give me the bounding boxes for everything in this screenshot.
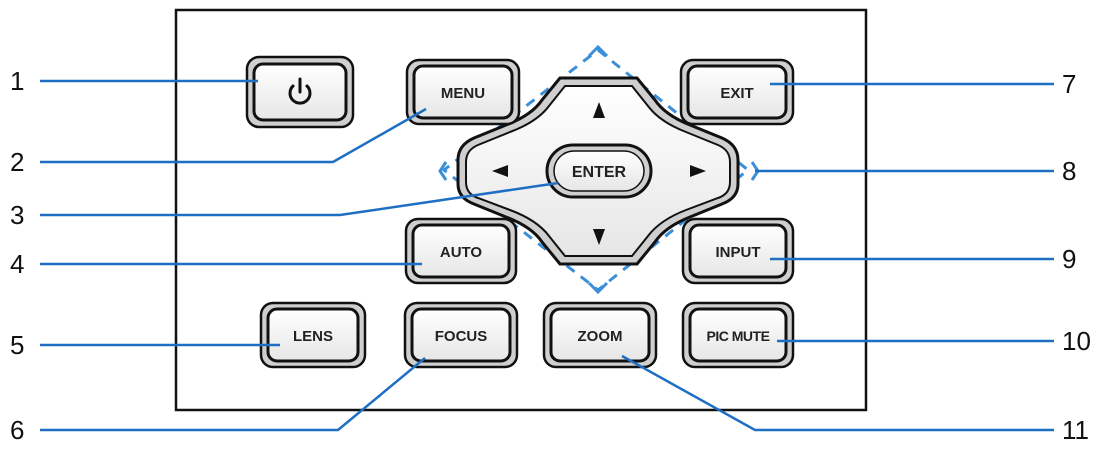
power-button[interactable] xyxy=(245,55,355,129)
menu-button[interactable]: MENU xyxy=(405,58,521,126)
callout-6: 6 xyxy=(10,415,24,445)
pic-mute-button-label: PIC MUTE xyxy=(707,328,770,344)
zoom-button-label: ZOOM xyxy=(578,328,623,345)
leader-line-2 xyxy=(40,107,427,164)
focus-button-label: FOCUS xyxy=(435,328,488,345)
menu-button-label: MENU xyxy=(441,85,485,102)
arrow-up-icon[interactable] xyxy=(593,102,605,118)
callout-9: 9 xyxy=(1062,244,1076,274)
callout-7: 7 xyxy=(1062,69,1076,99)
leader-line-11 xyxy=(621,354,1054,432)
callout-numbers: 1 2 3 4 5 6 7 8 9 10 11 xyxy=(10,66,1091,445)
zoom-button[interactable]: ZOOM xyxy=(542,301,658,369)
power-icon xyxy=(288,77,312,105)
input-button-label: INPUT xyxy=(716,244,761,261)
arrow-down-icon[interactable] xyxy=(593,229,605,245)
leader-line-6 xyxy=(40,357,426,432)
leader-line-3 xyxy=(40,181,559,217)
leader-lines xyxy=(40,79,1054,432)
exit-button-label: EXIT xyxy=(720,85,753,102)
exit-button[interactable]: EXIT xyxy=(679,58,795,126)
callout-2: 2 xyxy=(10,147,24,177)
lens-button[interactable]: LENS xyxy=(259,301,367,369)
enter-button[interactable]: ENTER xyxy=(545,143,653,199)
callout-1: 1 xyxy=(10,66,24,96)
callout-10: 10 xyxy=(1062,326,1091,356)
arrow-right-icon[interactable] xyxy=(690,165,706,177)
callout-5: 5 xyxy=(10,330,24,360)
input-button[interactable]: INPUT xyxy=(681,217,795,285)
arrow-left-icon[interactable] xyxy=(492,165,508,177)
callout-3: 3 xyxy=(10,200,24,230)
auto-button[interactable]: AUTO xyxy=(404,217,518,285)
callout-4: 4 xyxy=(10,249,24,279)
pic-mute-button[interactable]: PIC MUTE xyxy=(681,301,795,369)
callout-11: 11 xyxy=(1062,415,1089,445)
callout-8: 8 xyxy=(1062,156,1076,186)
auto-button-label: AUTO xyxy=(440,244,483,261)
focus-button[interactable]: FOCUS xyxy=(403,301,519,369)
lens-button-label: LENS xyxy=(293,328,333,345)
enter-button-label: ENTER xyxy=(572,164,627,181)
